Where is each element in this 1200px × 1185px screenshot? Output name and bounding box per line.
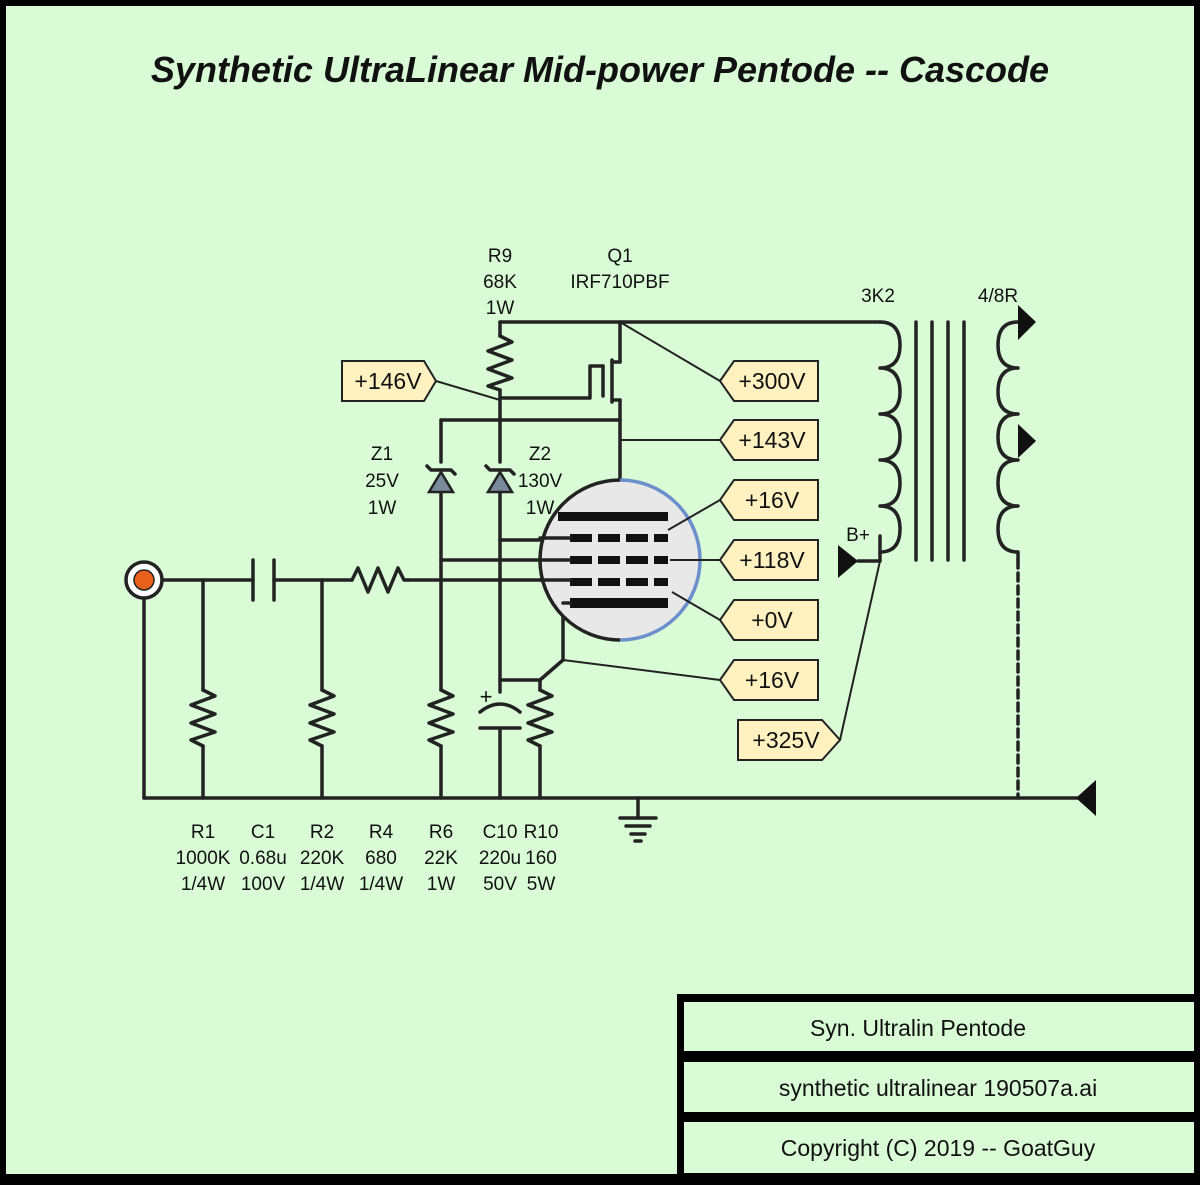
label-transformer-primary: 3K2 [861, 286, 895, 307]
voltage-tag-325: +325V [737, 719, 842, 761]
svg-text:R2: R2 [310, 822, 334, 843]
label-z1: Z1 25V 1W [365, 444, 399, 519]
label-r6: R6 22K 1W [424, 822, 458, 895]
zener-z1 [425, 464, 457, 494]
mosfet-q1 [498, 358, 622, 404]
title-block: Syn. Ultralin Pentode synthetic ultralin… [677, 994, 1200, 1180]
resistor-r1 [189, 688, 217, 748]
wiring [142, 320, 1082, 800]
svg-text:IRF710PBF: IRF710PBF [570, 272, 669, 293]
voltage-tag-143: +143V [718, 419, 819, 461]
svg-text:680: 680 [365, 848, 397, 869]
svg-text:22K: 22K [424, 848, 458, 869]
svg-text:100V: 100V [241, 874, 286, 895]
svg-text:R1: R1 [191, 822, 215, 843]
svg-text:0.68u: 0.68u [239, 848, 287, 869]
voltage-tag-300: +300V [718, 360, 819, 402]
title-block-name: Syn. Ultralin Pentode [810, 1015, 1026, 1041]
voltage-tag-16a: +16V [718, 479, 819, 521]
zener-z2 [484, 464, 516, 494]
svg-text:68K: 68K [483, 272, 517, 293]
svg-text:R10: R10 [524, 822, 559, 843]
input-jack[interactable] [124, 560, 164, 600]
svg-text:220K: 220K [300, 848, 345, 869]
svg-text:+16V: +16V [745, 487, 800, 513]
label-c10: C10 220u 50V [479, 822, 521, 895]
voltage-tag-16b: +16V [718, 659, 819, 701]
c10-polarity: + [480, 684, 493, 709]
voltage-tag-146: +146V [341, 360, 438, 402]
svg-text:1/4W: 1/4W [300, 874, 344, 895]
label-r9: R9 68K 1W [483, 246, 517, 319]
voltage-tag-0: +0V [718, 599, 819, 641]
svg-text:Z1: Z1 [371, 444, 393, 465]
svg-text:1000K: 1000K [176, 848, 231, 869]
svg-text:1W: 1W [427, 874, 456, 895]
svg-text:+0V: +0V [751, 607, 793, 633]
title-block-copyright: Copyright (C) 2019 -- GoatGuy [781, 1135, 1096, 1161]
voltage-tag-118: +118V [718, 539, 819, 581]
svg-text:+16V: +16V [745, 667, 800, 693]
label-r2: R2 220K 1/4W [300, 822, 345, 895]
capacitor-c10: + [478, 684, 522, 730]
title-block-file: synthetic ultralinear 190507a.ai [779, 1075, 1097, 1101]
svg-text:130V: 130V [518, 471, 563, 492]
ground-symbol [618, 796, 658, 843]
label-q1: Q1 IRF710PBF [570, 246, 669, 293]
svg-text:50V: 50V [483, 874, 517, 895]
svg-text:+143V: +143V [738, 427, 806, 453]
label-r4: R4 680 1/4W [359, 822, 403, 895]
resistor-r2 [308, 688, 336, 748]
resistor-r9 [486, 334, 514, 392]
resistor-r6 [427, 688, 455, 748]
svg-text:5W: 5W [527, 874, 556, 895]
capacitor-c1 [251, 558, 276, 602]
svg-text:+146V: +146V [354, 368, 422, 394]
svg-text:Z2: Z2 [529, 444, 551, 465]
svg-text:1/4W: 1/4W [181, 874, 225, 895]
output-transformer [838, 305, 1096, 816]
tag-leaders [435, 321, 881, 741]
svg-text:+118V: +118V [739, 547, 805, 573]
svg-text:220u: 220u [479, 848, 521, 869]
resistor-r10 [526, 688, 554, 748]
svg-text:Q1: Q1 [607, 246, 632, 267]
svg-text:R4: R4 [369, 822, 394, 843]
svg-text:C10: C10 [483, 822, 518, 843]
label-z2: Z2 130V 1W [518, 444, 563, 519]
svg-text:25V: 25V [365, 471, 399, 492]
svg-text:160: 160 [525, 848, 557, 869]
label-c1: C1 0.68u 100V [239, 822, 287, 895]
svg-text:1/4W: 1/4W [359, 874, 403, 895]
svg-text:C1: C1 [251, 822, 275, 843]
label-bplus: B+ [846, 525, 870, 546]
svg-text:+325V: +325V [752, 727, 820, 753]
svg-text:1W: 1W [368, 498, 397, 519]
svg-text:1W: 1W [486, 298, 515, 319]
label-r10: R10 160 5W [524, 822, 559, 895]
svg-text:R6: R6 [429, 822, 453, 843]
svg-text:1W: 1W [526, 498, 555, 519]
diagram-title: Synthetic UltraLinear Mid-power Pentode … [151, 49, 1049, 90]
label-r1: R1 1000K 1/4W [176, 822, 231, 895]
svg-text:+300V: +300V [738, 368, 806, 394]
label-transformer-secondary: 4/8R [978, 286, 1018, 307]
svg-text:R9: R9 [488, 246, 512, 267]
resistor-r4 [350, 566, 410, 594]
